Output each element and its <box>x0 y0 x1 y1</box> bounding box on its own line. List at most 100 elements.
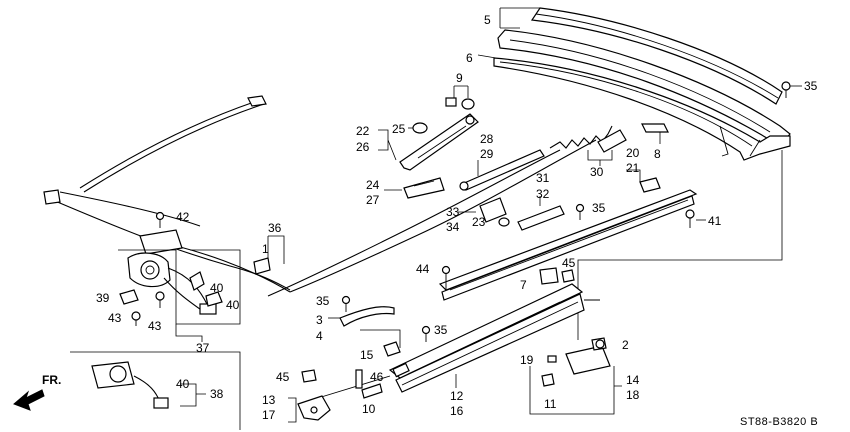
callout-2: 2 <box>622 338 629 352</box>
leader-roof-to-rail <box>577 150 783 340</box>
drain-tube-lower <box>43 189 291 291</box>
callout-45-left: 45 <box>276 370 290 384</box>
roof-frame-assembly <box>493 57 791 161</box>
callout-42: 42 <box>176 210 190 224</box>
callout-1: 1 <box>262 242 269 256</box>
callout-23: 23 <box>472 215 486 229</box>
cable-guide-3-4 <box>328 306 395 327</box>
bolt-9 <box>445 85 475 110</box>
callout-4: 4 <box>316 329 323 343</box>
bushing-25 <box>408 122 428 134</box>
link-rod-28-29 <box>459 149 545 191</box>
callout-39: 39 <box>96 291 110 305</box>
callout-37: 37 <box>196 341 210 355</box>
upper-guide-rail <box>438 189 698 301</box>
nut-45-b <box>301 369 317 383</box>
callout-33: 33 <box>446 205 460 219</box>
block-11 <box>541 373 555 387</box>
leader-5 <box>499 7 540 29</box>
nut-45-a <box>561 269 575 283</box>
callout-25: 25 <box>392 122 406 136</box>
direction-label: FR. <box>42 373 61 387</box>
motor-group-box <box>118 249 241 325</box>
callout-43-b: 43 <box>148 319 162 333</box>
callout-34: 34 <box>446 220 460 234</box>
screw-43 <box>131 291 165 326</box>
washer-19 <box>547 355 557 363</box>
callout-40-inset: 40 <box>176 377 190 391</box>
clip-7 <box>539 267 559 285</box>
pad-8 <box>641 123 669 144</box>
callout-labels: 5 6 35 9 25 22 26 28 29 30 8 20 21 24 27… <box>96 13 818 422</box>
clip-1 <box>253 235 285 275</box>
callout-35-mid: 35 <box>434 323 448 337</box>
clip-40-b <box>205 291 223 307</box>
screw-42 <box>155 211 165 228</box>
callout-10: 10 <box>362 402 376 416</box>
callout-35-rail: 35 <box>592 201 606 215</box>
callout-38: 38 <box>210 387 224 401</box>
leader-37 <box>175 324 203 342</box>
block-33-34-23 <box>458 197 510 227</box>
callout-11: 11 <box>544 397 557 411</box>
spring-30 <box>549 125 627 166</box>
shim-10 <box>361 383 383 399</box>
callout-7: 7 <box>520 278 527 292</box>
diagram-code: ST88-B3820 B <box>740 416 818 428</box>
callout-9: 9 <box>456 71 463 85</box>
clip-20-21 <box>626 169 661 193</box>
callout-18: 18 <box>626 388 640 402</box>
sunroof-motor-37 <box>127 229 217 315</box>
callout-13: 13 <box>262 393 276 407</box>
callout-30: 30 <box>590 165 604 179</box>
bolt-35-mid <box>421 325 431 342</box>
callout-20: 20 <box>626 146 640 160</box>
leader-22-26 <box>378 129 397 161</box>
inset-panel <box>70 351 241 430</box>
bracket-13-17 <box>288 395 331 423</box>
callout-3: 3 <box>316 313 323 327</box>
callout-40-a: 40 <box>210 281 224 295</box>
clip-40-a <box>189 271 205 291</box>
slider-24-27 <box>384 177 445 199</box>
callout-36: 36 <box>268 221 282 235</box>
callout-45-top: 45 <box>562 256 576 270</box>
callout-22: 22 <box>356 124 370 138</box>
pin-46 <box>355 369 363 389</box>
leader-6 <box>477 54 497 59</box>
callout-19: 19 <box>520 353 534 367</box>
bracket-arm-22-26 <box>399 113 479 171</box>
plate-31-32 <box>517 196 565 231</box>
callout-6: 6 <box>466 51 473 65</box>
callout-26: 26 <box>356 140 370 154</box>
bolt-35-left <box>341 295 351 312</box>
callout-43-a: 43 <box>108 311 122 325</box>
front-direction-arrow: FR. <box>13 373 61 411</box>
callout-5: 5 <box>484 13 491 27</box>
callout-31: 31 <box>536 171 550 185</box>
clip-39 <box>119 289 139 305</box>
callout-35-top: 35 <box>804 79 818 93</box>
callout-28: 28 <box>480 132 494 146</box>
callout-16: 16 <box>450 404 464 418</box>
callout-44: 44 <box>416 262 430 276</box>
callout-14: 14 <box>626 373 640 387</box>
bolt-35-top <box>781 81 802 98</box>
callout-24: 24 <box>366 178 380 192</box>
callout-46: 46 <box>370 370 384 384</box>
callout-15: 15 <box>360 348 374 362</box>
callout-35-left: 35 <box>316 294 330 308</box>
callout-27: 27 <box>366 193 380 207</box>
bolt-35-rail <box>575 203 585 220</box>
lower-guide-rail-12-16 <box>388 283 585 393</box>
drain-tube-upper <box>79 95 267 193</box>
bolt-44 <box>441 265 451 290</box>
clip-15 <box>360 329 401 357</box>
callout-41: 41 <box>708 214 722 228</box>
callout-29: 29 <box>480 147 494 161</box>
callout-17: 17 <box>262 408 276 422</box>
callout-21: 21 <box>626 161 640 175</box>
callout-40-b: 40 <box>226 298 240 312</box>
callout-32: 32 <box>536 187 550 201</box>
